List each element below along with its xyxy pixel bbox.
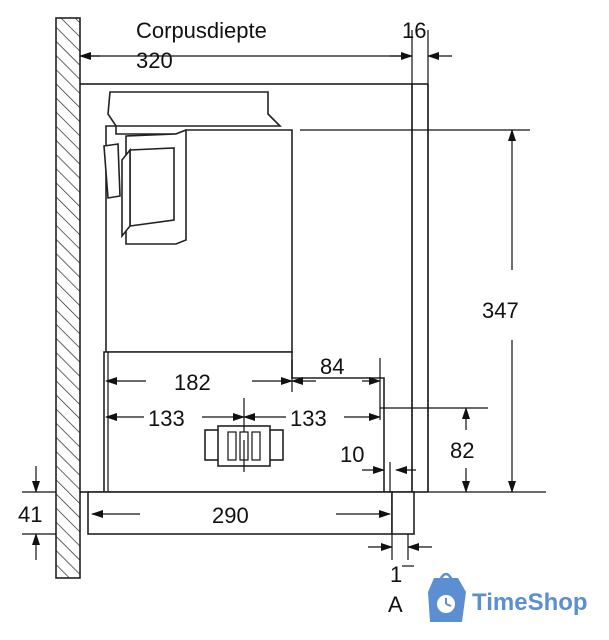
gap-10: 10 xyxy=(340,442,364,467)
height-82: 82 xyxy=(450,438,474,463)
corpus-title: Corpusdiepte xyxy=(136,18,267,43)
brand-name: TimeShop xyxy=(472,589,588,616)
gap-1: 1 xyxy=(390,562,402,587)
bottom-290: 290 xyxy=(212,503,249,528)
front-thickness: 16 xyxy=(402,18,426,43)
detail-marker: A xyxy=(388,592,403,617)
half-left: 133 xyxy=(148,406,185,431)
wall xyxy=(55,17,81,579)
width-182: 182 xyxy=(174,370,211,395)
bottom-panel xyxy=(87,491,415,535)
right-dimensions: 347 82 xyxy=(300,129,546,493)
left-41-dimension: 41 xyxy=(18,466,56,560)
gap-10-dimension: 10 xyxy=(340,442,416,492)
half-right: 133 xyxy=(290,406,327,431)
connector-block xyxy=(204,425,284,472)
bag-clock-icon xyxy=(428,572,466,622)
bottom-290-dimension: 290 xyxy=(91,503,391,528)
width-dimensions: 182 84 133 133 xyxy=(105,354,381,432)
width-84: 84 xyxy=(320,354,344,379)
brand-watermark: TimeShop xyxy=(428,572,588,622)
gap-1-dimension: 1 A xyxy=(368,534,432,617)
total-height: 347 xyxy=(482,298,519,323)
top-dimensions: Corpusdiepte 320 16 xyxy=(79,18,452,84)
left-41: 41 xyxy=(18,502,42,527)
corpus-depth: 320 xyxy=(136,48,173,73)
